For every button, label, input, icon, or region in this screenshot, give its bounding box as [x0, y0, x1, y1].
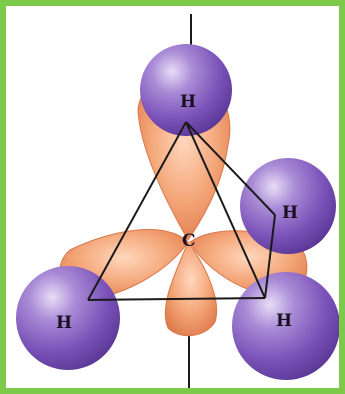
- atom-label-hydrogen-bottom-left: H: [56, 313, 72, 333]
- atom-label-hydrogen-right: H: [282, 203, 298, 223]
- atom-label-hydrogen-top: H: [180, 92, 196, 112]
- atom-label-carbon: C: [182, 231, 196, 251]
- atom-label-hydrogen-bottom-right: H: [276, 311, 292, 331]
- methane-tetrahedral-diagram: C H H H H: [6, 6, 339, 388]
